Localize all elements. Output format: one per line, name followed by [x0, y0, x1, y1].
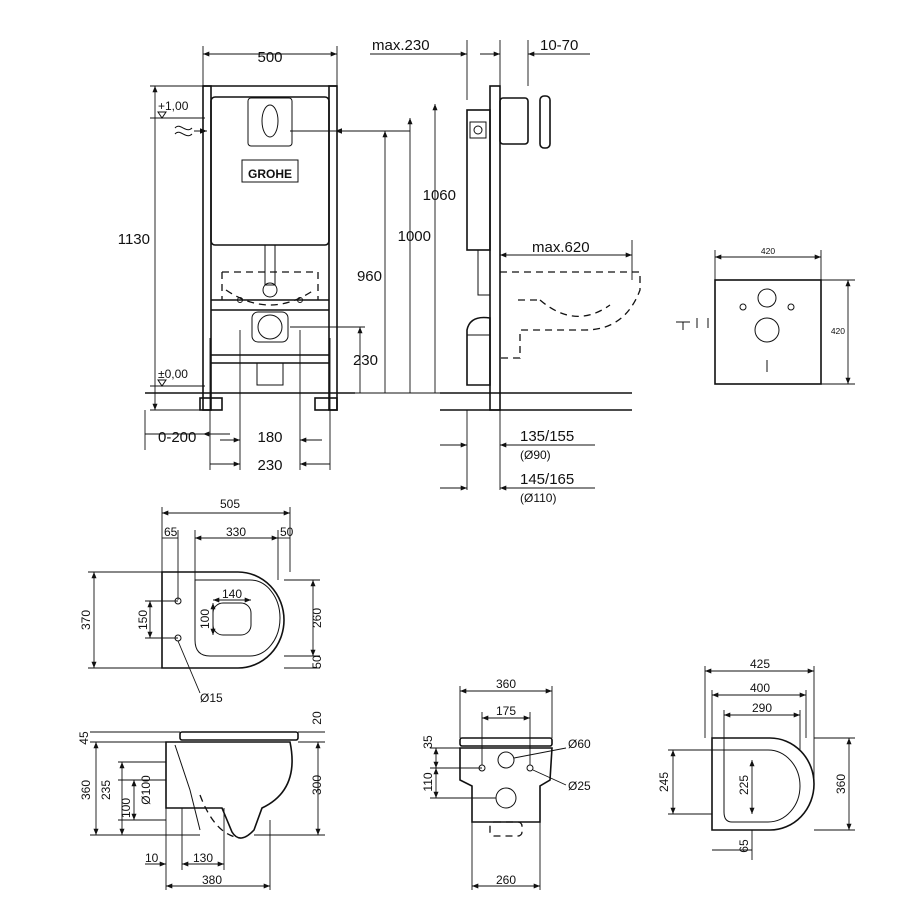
- bowl-length-label: 505: [220, 497, 240, 511]
- installation-frame-front-view: 500 1130 +1,00 ±0,00 960 1000 1060 230 0…: [118, 46, 456, 474]
- pipe-90-label: 135/155: [520, 428, 574, 445]
- back-d175-label: 175: [496, 704, 516, 718]
- back-d35-label: 35: [421, 735, 435, 749]
- side-d45-label: 45: [77, 731, 91, 745]
- side-d130-label: 130: [193, 851, 213, 865]
- back-bottom-label: 260: [496, 873, 516, 887]
- back-dia60-label: Ø60: [568, 737, 591, 751]
- adjust-range-label: 10-70: [540, 37, 578, 54]
- seat-d225-label: 225: [737, 775, 751, 795]
- outlet-height-label: 230: [353, 352, 378, 369]
- back-width-label: 360: [496, 677, 516, 691]
- bowl-hole-label: Ø15: [200, 691, 223, 705]
- side-length-label: 380: [202, 873, 222, 887]
- grohe-logo: GROHE: [248, 167, 292, 181]
- seat-d425-label: 425: [750, 657, 770, 671]
- height-1000-label: 1000: [398, 228, 431, 245]
- max-depth-label: max.230: [372, 37, 430, 54]
- height-960-label: 960: [357, 268, 382, 285]
- frame-width-label: 500: [257, 49, 282, 66]
- bowl-d140-label: 140: [222, 587, 242, 601]
- bowl-d65-label: 65: [164, 525, 178, 539]
- side-d20-label: 20: [310, 711, 324, 725]
- bowl-side-view: 45 20 360 235 Ø100 100 300 10 130 380: [77, 711, 325, 890]
- seat-top-view: 425 400 290 245 225 360 65: [657, 657, 855, 860]
- installation-frame-side-view: max.230 10-70 max.620 135/155 (Ø90) 145/…: [370, 37, 641, 505]
- plate-height-label: 420: [831, 326, 845, 336]
- bowl-width-label: 370: [79, 610, 93, 630]
- seat-d65-label: 65: [737, 839, 751, 853]
- bowl-d150-label: 150: [136, 610, 150, 630]
- bowl-back-view: 360 175 35 Ø60 110 Ø25 260: [421, 677, 591, 890]
- side-d100-label: 100: [119, 798, 133, 818]
- back-d110-label: 110: [421, 772, 435, 791]
- pipe-110-dia-label: (Ø110): [520, 491, 556, 505]
- seat-d360-label: 360: [834, 774, 848, 794]
- max-projection-label: max.620: [532, 239, 590, 256]
- pipe-110-label: 145/165: [520, 471, 574, 488]
- side-d300-label: 300: [310, 775, 324, 795]
- bowl-d260-label: 260: [310, 608, 324, 628]
- side-dia100-label: Ø100: [139, 775, 153, 805]
- bowl-top-view: 505 65 330 50 370 150 140 100 260 50 Ø15: [79, 497, 324, 705]
- level-floor-label: ±0,00: [158, 367, 188, 381]
- bowl-d330-label: 330: [226, 525, 246, 539]
- side-d235-label: 235: [99, 780, 113, 800]
- bowl-d100-label: 100: [198, 609, 212, 629]
- side-d10-label: 10: [145, 851, 159, 865]
- back-dia25-label: Ø25: [568, 779, 591, 793]
- bowl-d50-side-label: 50: [310, 655, 324, 669]
- seat-d290-label: 290: [752, 701, 772, 715]
- bolt-spacing-230-label: 230: [257, 457, 282, 474]
- plate-width-label: 420: [761, 246, 775, 256]
- sound-insulation-plate: 420 420: [676, 246, 855, 385]
- seat-d400-label: 400: [750, 681, 770, 695]
- side-height-label: 360: [79, 780, 93, 800]
- offset-label: 0-200: [158, 429, 196, 446]
- level-top-label: +1,00: [158, 99, 189, 113]
- seat-d245-label: 245: [657, 772, 671, 792]
- height-1060-label: 1060: [423, 187, 456, 204]
- bolt-spacing-180-label: 180: [257, 429, 282, 446]
- frame-height-label: 1130: [118, 231, 150, 248]
- pipe-90-dia-label: (Ø90): [520, 448, 551, 462]
- bowl-d50-top-label: 50: [280, 525, 294, 539]
